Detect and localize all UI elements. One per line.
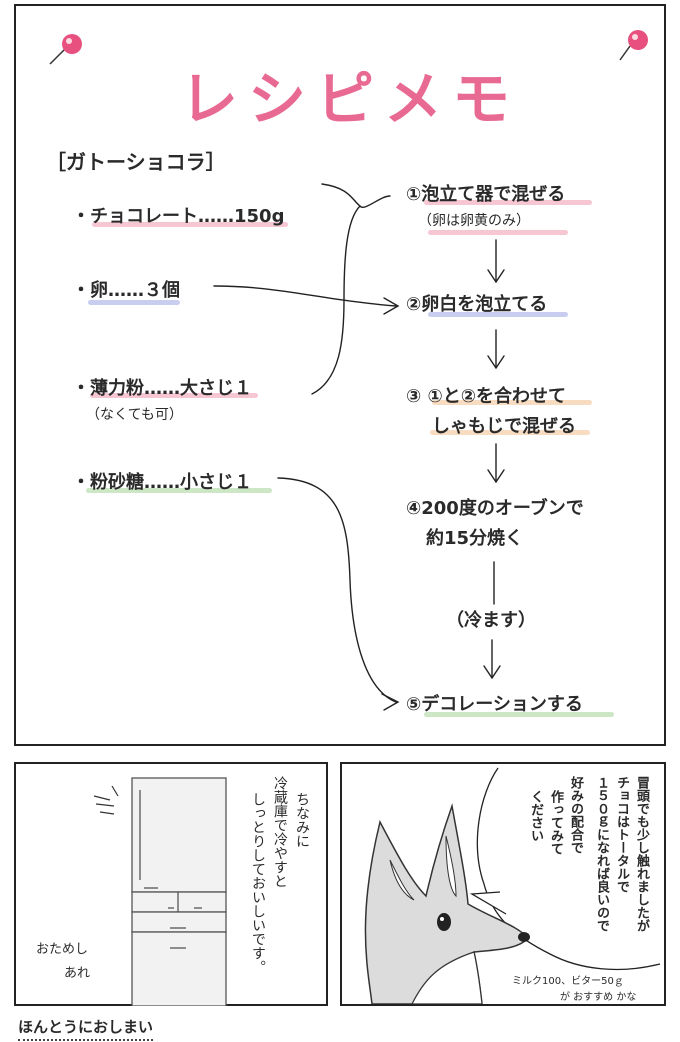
narration-line1: ちなみに: [294, 792, 310, 848]
aside-line2: あれ: [64, 966, 91, 981]
step-1-note: （卵は卵黄のみ）: [418, 213, 530, 229]
step-3-line1: ③ ①と②を合わせて: [406, 386, 566, 407]
step-2: ②卵白を泡立てる: [406, 294, 548, 315]
step-5: ⑤デコレーションする: [406, 694, 583, 715]
ingredient-highlight: [90, 393, 258, 398]
flow-lines: [213, 183, 505, 711]
ingredient-highlight: [92, 222, 288, 227]
ingredient-chocolate: ・チョコレート……150g: [72, 206, 285, 227]
narration-line2: 冷蔵庫で冷やすと: [272, 776, 288, 888]
step-highlight: [432, 400, 592, 405]
footer-text: ほんとうにおしまい: [18, 1016, 154, 1041]
speech-line6: ください: [528, 790, 543, 842]
step-highlight: [428, 312, 568, 317]
speech-line5: 作ってみて: [548, 790, 563, 855]
ingredient-highlight: [88, 300, 180, 305]
speech-line2: チョコはトータルで: [614, 776, 629, 893]
step-1: ①泡立て器で混ぜる: [406, 184, 566, 205]
step-highlight: [430, 430, 590, 435]
speech-line4: 好みの配合で: [568, 776, 583, 854]
ingredient-flour-note: （なくても可）: [86, 407, 183, 423]
fridge-illustration: [93, 777, 227, 1006]
ingredient-highlight: [86, 488, 272, 493]
step-highlight: [424, 712, 614, 717]
speech-line3: １５０ｇになれば良いので: [594, 776, 609, 932]
handwritten-note-line1: ミルク100、ビター50ｇ: [512, 976, 624, 987]
step-3-line2: しゃもじで混ぜる: [432, 416, 576, 437]
ingredient-eggs: ・卵……３個: [72, 280, 180, 301]
ingredient-sugar: ・粉砂糖……小さじ１: [72, 472, 252, 493]
aside-line1: おためし: [36, 942, 89, 957]
step-4-line2: 約15分焼く: [426, 528, 524, 549]
cooling-note: （冷ます）: [446, 610, 536, 631]
handwritten-note-line2: が おすすめ かな: [560, 992, 637, 1003]
recipe-name: ［ガトーショコラ］: [46, 150, 226, 174]
recipe-memo-panel: [14, 4, 666, 746]
step-highlight: [424, 200, 592, 205]
speech-line1: 冒頭でも少し触れましたが: [634, 776, 649, 932]
narration-line3: しっとりしておいしいです。: [250, 792, 266, 974]
ingredient-flour: ・薄力粉……大さじ１: [72, 378, 252, 399]
pin-icon: [619, 30, 648, 61]
page-title: レシピメモ: [180, 65, 521, 133]
speech-bubble: [470, 767, 661, 971]
pin-icon: [49, 34, 82, 65]
step-4-line1: ④200度のオーブンで: [406, 498, 584, 519]
step-highlight: [428, 230, 568, 235]
fox-illustration: [364, 803, 530, 1004]
